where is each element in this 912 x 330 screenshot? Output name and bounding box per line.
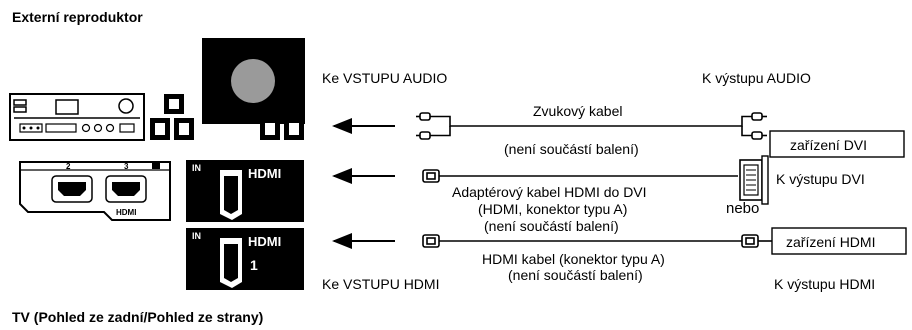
hdmi-dvi-cable — [422, 169, 738, 183]
hdmi-port-3-icon — [105, 175, 147, 203]
panel-hdmi-logo-1: HDMI — [248, 166, 281, 181]
dvi-connector-icon — [739, 155, 769, 205]
hdmi-cable-label: HDMI kabel (konektor typu A) — [482, 251, 665, 267]
satellite-speakers — [150, 94, 304, 140]
panel-number-1: 1 — [250, 257, 258, 273]
hdmi-cable — [422, 234, 772, 248]
port-number-2: 2 — [66, 162, 71, 171]
port-number-3: 3 — [124, 162, 129, 171]
dvi-out-label: K výstupu DVI — [776, 171, 865, 187]
dvi-device-label: zařízení DVI — [790, 137, 867, 153]
tv-rear-panel-1: IN HDMI — [186, 160, 304, 222]
not-included-label-1: (není součástí balení) — [504, 141, 639, 157]
audio-in-label: Ke VSTUPU AUDIO — [322, 70, 447, 86]
panel-hdmi-logo-2: HDMI — [248, 234, 281, 249]
hdmi-brand-small: HDMI — [116, 208, 136, 217]
panel-in-label-2: IN — [192, 231, 201, 241]
adapter-type-label: (HDMI, konektor typu A) — [478, 201, 627, 217]
hdmi-out-label: K výstupu HDMI — [774, 276, 875, 292]
tv-side-panel: 2 3 HDMI — [19, 161, 171, 221]
audio-cable-label: Zvukový kabel — [533, 103, 622, 119]
hdmi-device-box — [771, 227, 907, 255]
not-included-label-3: (není součástí balení) — [508, 267, 643, 283]
hdmi-in-label: Ke VSTUPU HDMI — [322, 276, 439, 292]
hdmi-port-2-icon — [51, 175, 93, 203]
dvi-device-box — [769, 130, 905, 158]
adapter-cable-label: Adaptérový kabel HDMI do DVI — [452, 184, 647, 200]
title-tv-view: TV (Pohled ze zadní/Pohled ze strany) — [12, 309, 263, 325]
panel-in-label-1: IN — [192, 163, 201, 173]
amplifier-icon — [9, 93, 145, 141]
audio-out-label: K výstupu AUDIO — [702, 70, 811, 86]
title-external-speaker: Externí reproduktor — [12, 9, 143, 25]
tv-rear-panel-2: IN HDMI 1 — [186, 228, 304, 290]
hdmi-device-label: zařízení HDMI — [786, 234, 875, 250]
audio-cable — [416, 112, 767, 140]
or-label: nebo — [726, 200, 759, 217]
not-included-label-2: (není součástí balení) — [484, 218, 619, 234]
subwoofer — [202, 38, 305, 124]
